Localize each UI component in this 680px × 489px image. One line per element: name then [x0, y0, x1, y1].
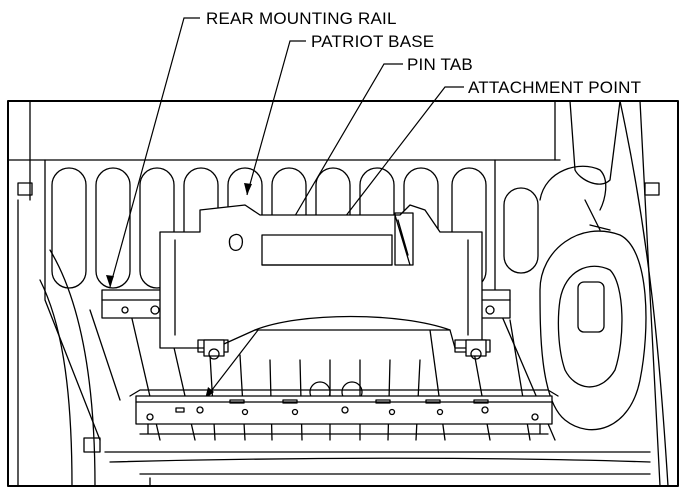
- label-rear-mounting-rail: REAR MOUNTING RAIL: [206, 9, 397, 28]
- pin-tab: [203, 339, 487, 360]
- leader-rear-mounting-rail: [106, 17, 200, 288]
- leader-patriot-base: [244, 40, 306, 196]
- attachment-rail: [129, 389, 559, 435]
- label-attachment-point: ATTACHMENT POINT: [468, 78, 641, 97]
- patriot-base: [159, 204, 491, 353]
- wheel-well: [503, 100, 647, 431]
- truck-bed-outline: [7, 100, 679, 487]
- label-patriot-base: PATRIOT BASE: [311, 32, 434, 51]
- label-pin-tab: PIN TAB: [407, 55, 473, 74]
